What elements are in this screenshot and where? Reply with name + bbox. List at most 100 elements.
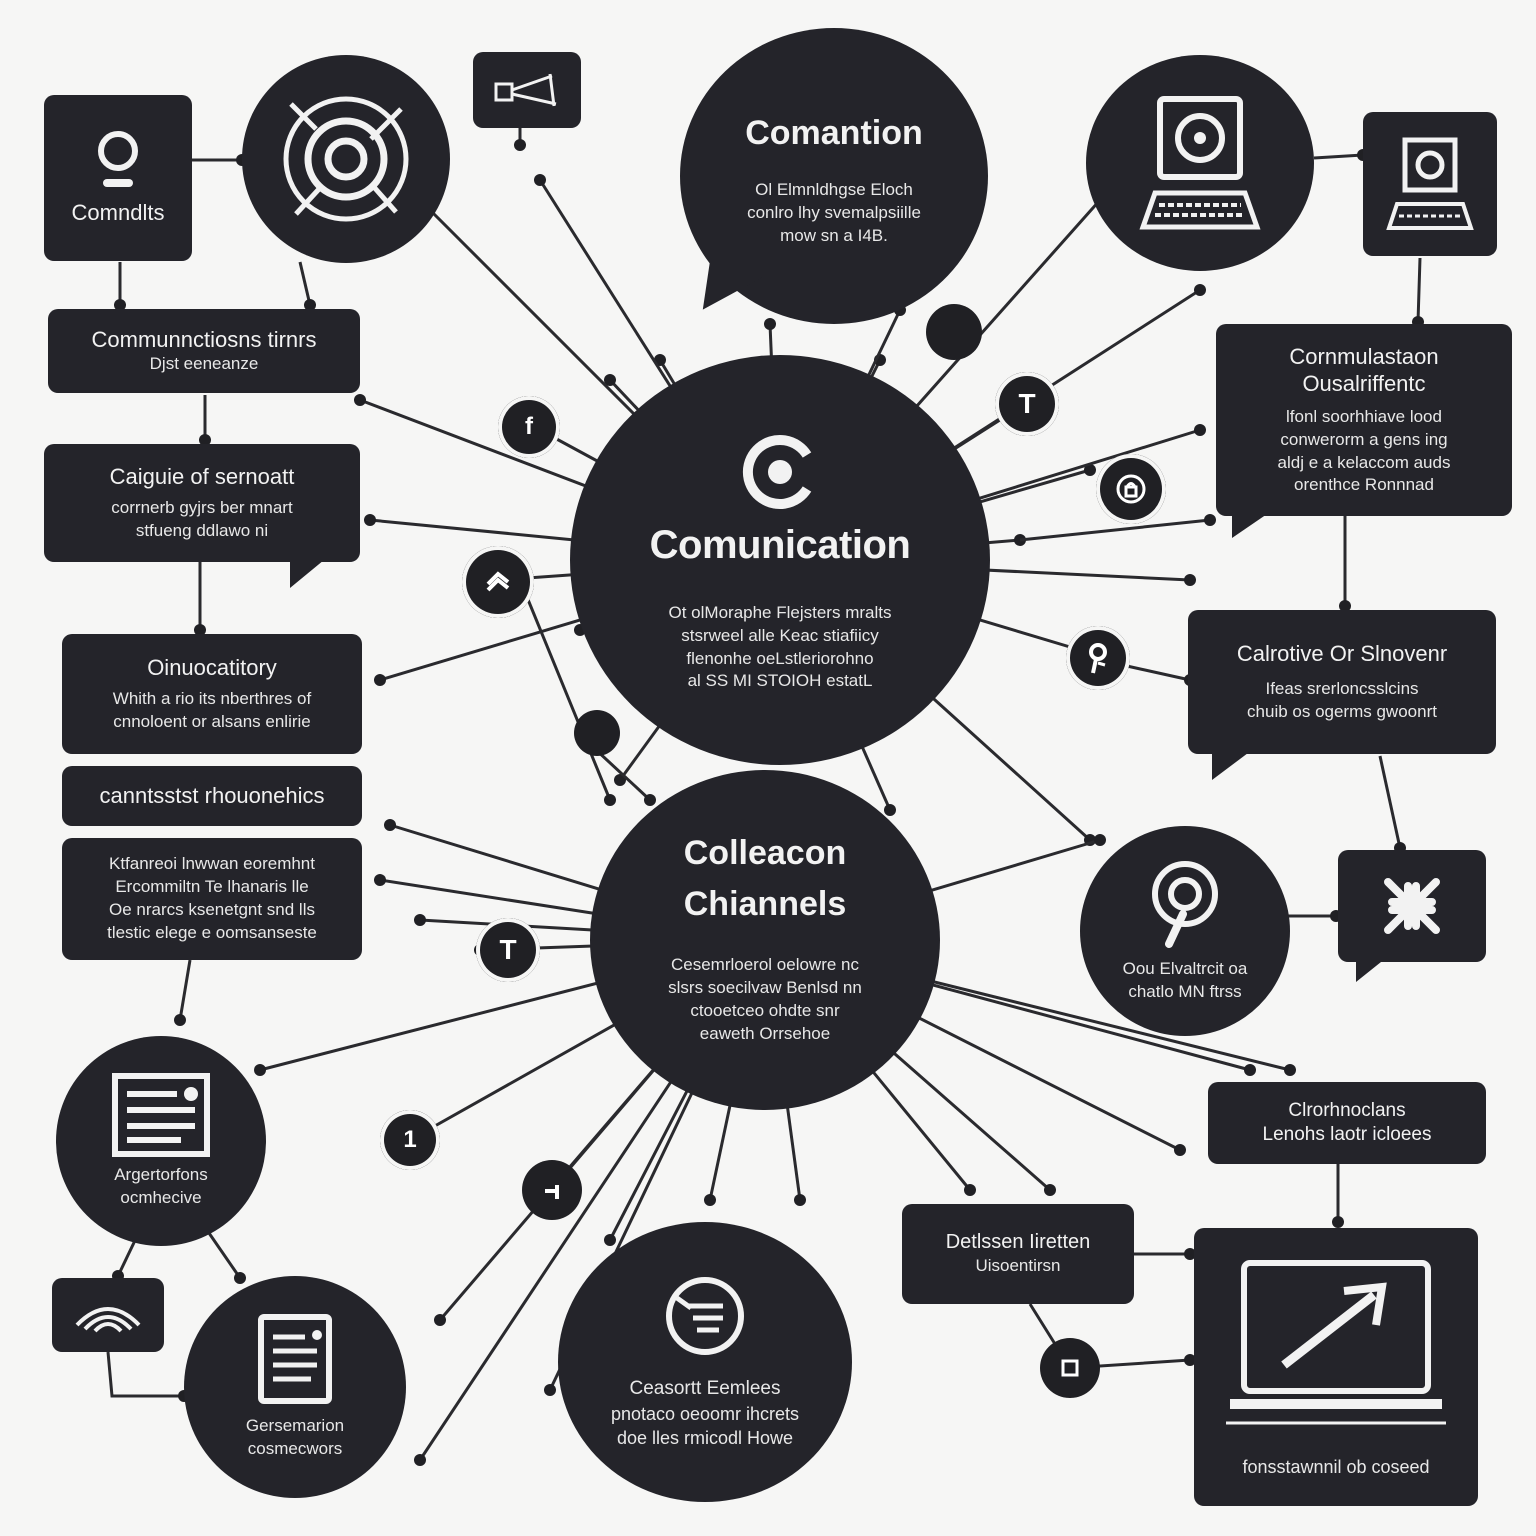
target-icon [283,96,409,222]
connector-endpoint [254,1064,266,1076]
connector-endpoint [1204,514,1216,526]
location-node: Oou Elvaltrcit oa chatlo MN ftrss [1080,826,1290,1036]
right-box-4-title: Detlssen Iiretten [945,1231,1091,1254]
center-line-3: flenonhe oeLstleriorohno [686,648,874,668]
lock-dot [1096,454,1166,524]
right-box-2-line-1: Ifeas srerloncsslcins [1265,678,1419,698]
connector-endpoint [1244,1064,1256,1076]
left-box-6-line-3: Oe nrarcs ksenetgnt snd lls [109,900,315,919]
connector-line [106,1351,184,1398]
right-box-1-line-2: lfonl soorhhiave lood [1286,406,1442,426]
connector-endpoint [1339,600,1351,612]
bottom-node-1: Argertorfons ocmhecive [56,1036,266,1246]
wifi-box [52,1278,164,1352]
connector-endpoint [194,624,206,636]
right-box-2: Calrotive Or Slnovenr Ifeas srerloncsslc… [1188,610,1496,754]
monitor-growth-icon [1226,1259,1446,1425]
tool-icon [545,1185,559,1199]
left-box-6-line-1: Ktfanreoi lnwwan eoremhnt [108,854,315,874]
collapse-arrows-icon [1384,878,1440,934]
location-line-1: Oou Elvaltrcit oa [1122,959,1248,979]
right-box-1-line-3: conwerorm a gens ing [1280,429,1448,449]
left-box-3-line-2: stfueng ddlawo ni [135,520,269,540]
refresh-icon [486,571,510,592]
bottom-node-3-line-1: pnotaco oeoomr ihcrets [610,1403,800,1424]
connector-line [178,959,192,1021]
right-box-4-line-1: Uisoentirsn [975,1256,1061,1276]
connector-endpoint [544,1384,556,1396]
refresh-dot [462,546,534,618]
top-bubble-line-3: mow sn a I4B. [780,225,888,245]
dot-f: f [498,396,560,458]
location-pin-icon [1152,861,1218,949]
connector-endpoint [304,299,316,311]
top-speech-bubble: Comantion Ol Elmnldhgse Eloch conlro lhy… [680,28,988,324]
connector-endpoint [514,139,526,151]
target-node [242,55,450,263]
connector-line [298,261,312,306]
pin-dot [1066,626,1130,690]
connector-endpoint [1184,1354,1196,1366]
connector-line [1019,518,1211,542]
channels-hub: Colleacon Chiannels Cesemrloerol oelowre… [590,770,940,1110]
channels-line-3: ctooetceo ohdte snr [690,1001,840,1020]
right-box-2-line-2: chuib os ogerms gwoonrt [1247,701,1437,721]
computer-node [1086,55,1314,271]
connector-endpoint [1174,1144,1186,1156]
connector-endpoint [414,1454,426,1466]
bottom-node-1-line-1: ocmhecive [120,1188,202,1207]
connector-line [1416,257,1422,323]
top-bubble-title: Comantion [745,114,923,153]
location-line-2: chatlo MN ftrss [1128,982,1242,1001]
junction-dot-1 [926,304,982,360]
keyboard-box [1363,112,1497,256]
router-icon [494,73,557,107]
right-box-1-tail [1232,512,1270,538]
bottom-node-3-line-2: doe lles rmicodl Howe [616,1427,794,1448]
channels-line-2: slsrs soecilvaw Benlsd nn [668,978,862,998]
center-title: Comunication [649,522,911,567]
connector-line [1378,755,1402,849]
connector-endpoint [1194,424,1206,436]
connector-endpoint [794,1194,806,1206]
connector-line [518,579,612,801]
center-hub: Comunication Ot olMoraphe Flejsters mral… [570,355,990,765]
pin-icon [1089,643,1107,674]
lock-icon [1116,474,1146,504]
left-box-3: Caiguie of sernoatt corrnerb gyjrs ber m… [44,444,360,562]
left-box-6: Ktfanreoi lnwwan eoremhnt Ercommiltn Te … [62,838,362,960]
c-logo-icon [742,434,812,509]
left-box-5: canntsstst rhouonehics [62,766,362,826]
connector-endpoint [199,434,211,446]
left-box-6-line-4: tlestic elege e oomsanseste [107,922,317,942]
channels-line-1: Cesemrloerol oelowre nc [670,955,860,975]
top-bubble-line-1: Ol Elmnldhgse Eloch [755,180,913,200]
connector-endpoint [1094,834,1106,846]
dot-t-top: T [995,372,1059,436]
left-box-2-title: Communnctiosns tirnrs [91,326,317,352]
keyboard-monitor-icon [1386,137,1474,230]
message-list-icon [666,1276,744,1355]
connector-endpoint [1332,1216,1344,1228]
connector-endpoint [1184,1248,1196,1260]
connector-endpoint [1284,1064,1296,1076]
connector-endpoint [434,1314,446,1326]
right-box-1-line-5: orenthce Ronnnad [1294,475,1434,495]
wifi-icon [75,1307,141,1333]
right-box-1-line-1: Ousalriffentc [1302,371,1426,397]
left-box-6-line-2: Ercommiltn Te lhanaris lle [115,877,309,897]
left-box-3-line-1: corrnerb gyjrs ber mnart [111,497,293,517]
left-box-4: Oinuocatitory Whith a rio its nberthres … [62,634,362,754]
bottom-node-2: Gersemarion cosmecwors [184,1276,406,1498]
connector-endpoint [604,794,616,806]
bottom-node-3: Ceasortt Eemlees pnotaco oeoomr ihcrets … [558,1222,852,1502]
connector-endpoint [704,1194,716,1206]
right-box-1-title: Cornmulastaon [1289,343,1439,369]
connector-endpoint [604,374,616,386]
connector-endpoint [614,774,626,786]
right-box-1: Cornmulastaon Ousalriffentc lfonl soorhh… [1216,324,1512,516]
small-box-icon [1061,1359,1079,1377]
connector-endpoint [1194,284,1206,296]
connector-endpoint [534,174,546,186]
document-list-icon [112,1073,210,1158]
